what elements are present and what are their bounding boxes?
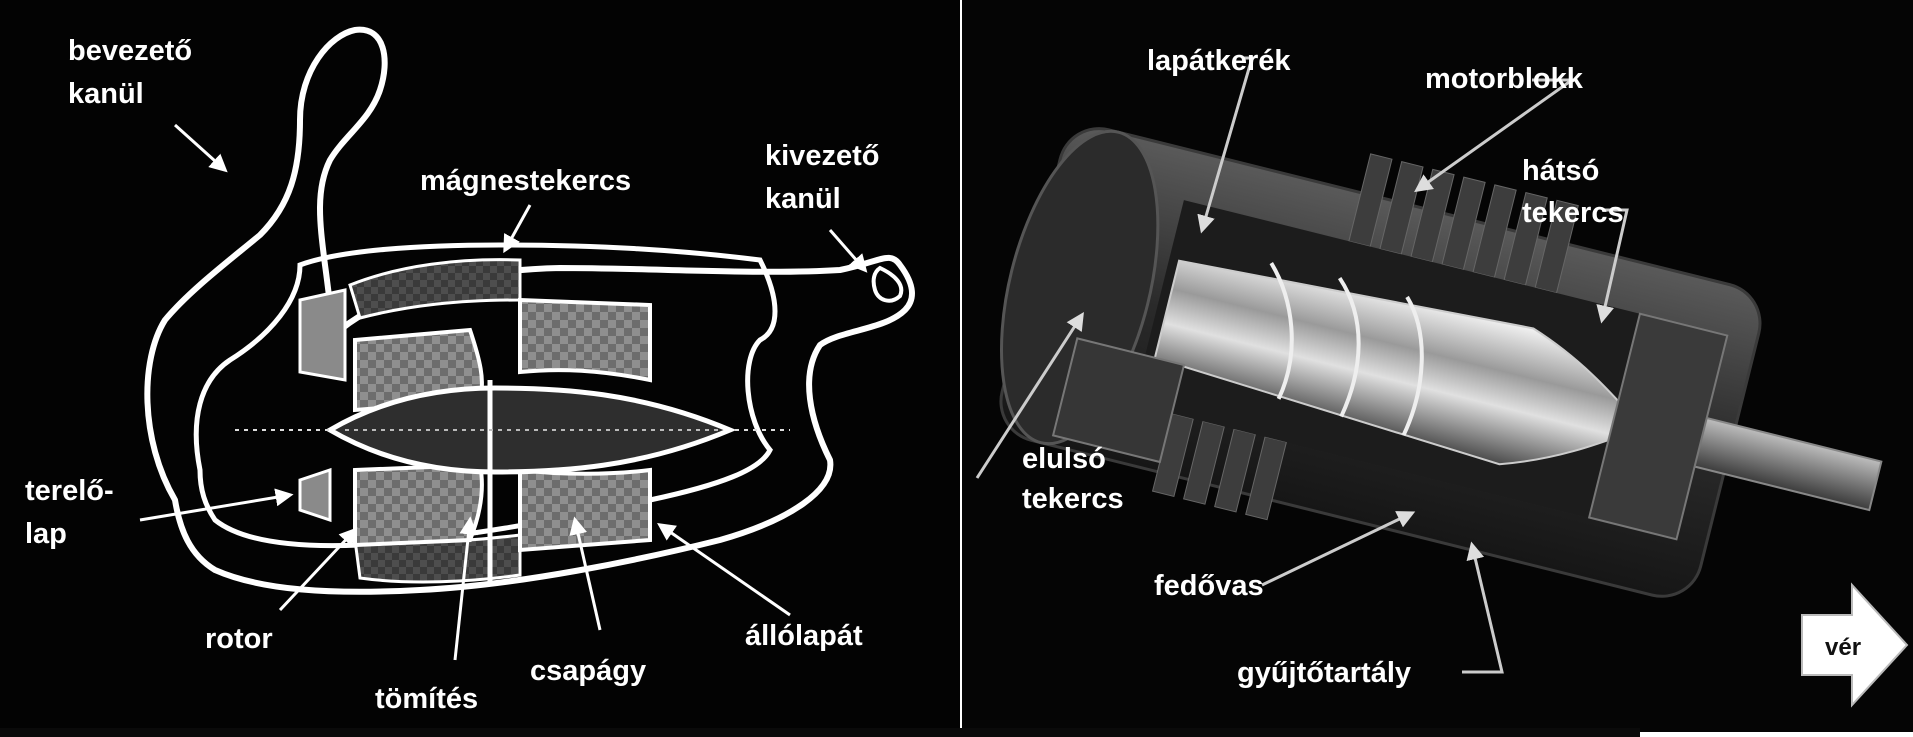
outlet-cannula-tip (874, 268, 902, 301)
left-diagram-panel: bevezető kanül mágnestekercs kivezető ka… (0, 0, 960, 732)
right-diagram-panel: vér lapátkerék motorblokk hátsó tekercs … (962, 0, 1913, 732)
pump-cross-section-diagram: bevezető kanül mágnestekercs kivezető ka… (0, 0, 960, 732)
bearing-block-top-right (520, 300, 650, 380)
label-outlet-cannula-line2: kanül (765, 183, 841, 215)
arrow-inlet-cannula (175, 125, 225, 170)
bearing-block-bottom-left (355, 465, 482, 545)
guide-plate-bottom (300, 470, 330, 520)
label-impeller: lapátkerék (1147, 45, 1291, 77)
label-bearing: csapágy (530, 655, 646, 687)
arrow-outlet-cannula (830, 230, 865, 270)
label-blood: vér (1825, 634, 1861, 661)
label-seal: tömítés (375, 683, 478, 715)
label-rear-coil-line2: tekercs (1522, 197, 1624, 229)
bottom-border-strip (0, 728, 1640, 737)
label-guide-plate-line1: terelő- (25, 475, 114, 507)
label-cover-belt: fedővas (1154, 570, 1264, 602)
label-rear-coil-line1: hátsó (1522, 155, 1599, 187)
label-stator-blade: állólapát (745, 620, 863, 652)
label-front-coil-line1: elulsó (1022, 443, 1106, 475)
leader-cover-belt (1262, 513, 1412, 585)
label-magnetic-coil: mágnestekercs (420, 165, 631, 197)
label-collector-tank: gyűjtőtartály (1237, 657, 1411, 689)
leader-collector-tank (1462, 545, 1502, 672)
label-guide-plate-line2: lap (25, 518, 67, 550)
guide-plate-top (300, 290, 345, 380)
label-outlet-cannula-line1: kivezető (765, 140, 879, 172)
bearing-block-bottom-right (520, 470, 650, 550)
label-inlet-cannula-line1: bevezető (68, 35, 192, 67)
label-front-coil-line2: tekercs (1022, 483, 1124, 515)
pump-cutaway-rendering: vér lapátkerék motorblokk hátsó tekercs … (962, 0, 1913, 732)
label-rotor: rotor (205, 623, 273, 655)
label-inlet-cannula-line2: kanül (68, 78, 144, 110)
label-motor-block: motorblokk (1425, 63, 1584, 95)
magnetic-coil-top (350, 260, 520, 318)
